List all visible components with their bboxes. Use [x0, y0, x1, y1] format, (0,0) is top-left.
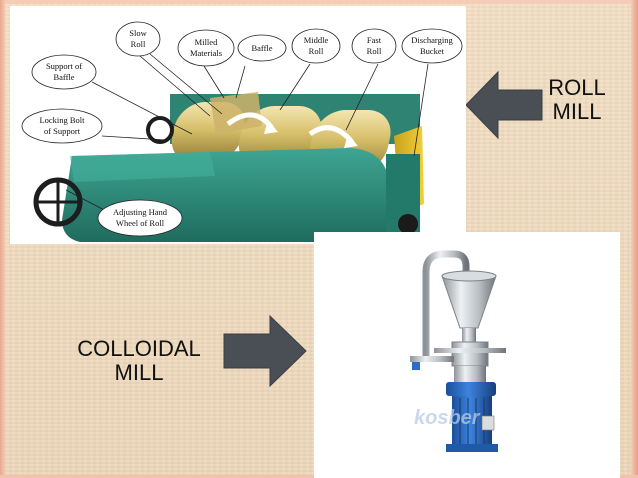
- return-pipe: [422, 250, 470, 360]
- roll-mill-photo: Slow Roll Milled Materials Baffle Middle…: [10, 6, 466, 244]
- svg-text:Discharging: Discharging: [411, 35, 453, 45]
- left-arrow-icon: [466, 70, 543, 140]
- colloidal-mill-label: COLLOIDAL MILL: [60, 336, 218, 386]
- callout-adjusting-hand-wheel: Adjusting Hand Wheel of Roll: [97, 199, 183, 237]
- callout-middle-roll: Middle Roll: [291, 28, 341, 64]
- baffle-plate: [210, 92, 262, 134]
- motor-flange: [446, 382, 496, 396]
- colloidal-mill-label-line2: MILL: [114, 360, 164, 386]
- colloidal-mill-label-line1: COLLOIDAL: [77, 336, 201, 361]
- svg-text:Baffle: Baffle: [251, 43, 272, 53]
- svg-text:Middle: Middle: [304, 35, 329, 45]
- slide-border-left: [0, 0, 5, 478]
- svg-text:Support of: Support of: [46, 61, 82, 71]
- callout-slow-roll: Slow Roll: [115, 21, 161, 57]
- grinding-head: [451, 341, 489, 367]
- svg-text:Milled: Milled: [195, 37, 218, 47]
- svg-text:Locking Bolt: Locking Bolt: [39, 115, 85, 125]
- callout-fast-roll: Fast Roll: [351, 28, 397, 64]
- locking-bolt-handle: [146, 116, 174, 144]
- adjust-handle: [434, 348, 506, 353]
- callout-support-of-baffle: Support of Baffle: [31, 54, 97, 90]
- roll-mill-label: ROLL MILL: [536, 75, 618, 125]
- motor-base: [446, 444, 498, 452]
- slide-border-right: [631, 0, 638, 478]
- svg-text:Baffle: Baffle: [53, 72, 74, 82]
- watermark-text: kosber: [414, 407, 481, 429]
- colloidal-mill-photo: kosber: [314, 232, 620, 478]
- right-arrow-icon: [223, 314, 307, 388]
- svg-text:Roll: Roll: [367, 46, 382, 56]
- svg-text:Roll: Roll: [309, 46, 324, 56]
- hopper-funnel: [441, 275, 497, 329]
- slide-border-top: [0, 0, 638, 4]
- svg-text:Wheel of Roll: Wheel of Roll: [116, 218, 165, 228]
- drive-wheel: [398, 214, 418, 234]
- svg-text:Fast: Fast: [367, 35, 382, 45]
- callout-locking-bolt: Locking Bolt of Support: [21, 108, 103, 144]
- svg-text:Roll: Roll: [131, 39, 146, 49]
- roll-mill-illustration: Slow Roll Milled Materials Baffle Middle…: [21, 21, 463, 242]
- roll-mill-label-line2: MILL: [552, 99, 602, 125]
- callout-milled-materials: Milled Materials: [177, 29, 235, 67]
- svg-text:of Support: of Support: [44, 126, 81, 136]
- callout-baffle: Baffle: [237, 34, 287, 62]
- outlet-spout: [410, 356, 454, 362]
- callout-leader-lines: [65, 53, 429, 213]
- colloidal-mill-illustration: kosber: [410, 250, 506, 452]
- svg-text:Materials: Materials: [190, 48, 222, 58]
- roll-mill-label-line1: ROLL: [548, 75, 606, 100]
- svg-text:Bucket: Bucket: [420, 46, 445, 56]
- svg-text:Slow: Slow: [129, 28, 147, 38]
- svg-text:Adjusting Hand: Adjusting Hand: [113, 207, 168, 217]
- callout-discharging-bucket: Discharging Bucket: [401, 28, 463, 64]
